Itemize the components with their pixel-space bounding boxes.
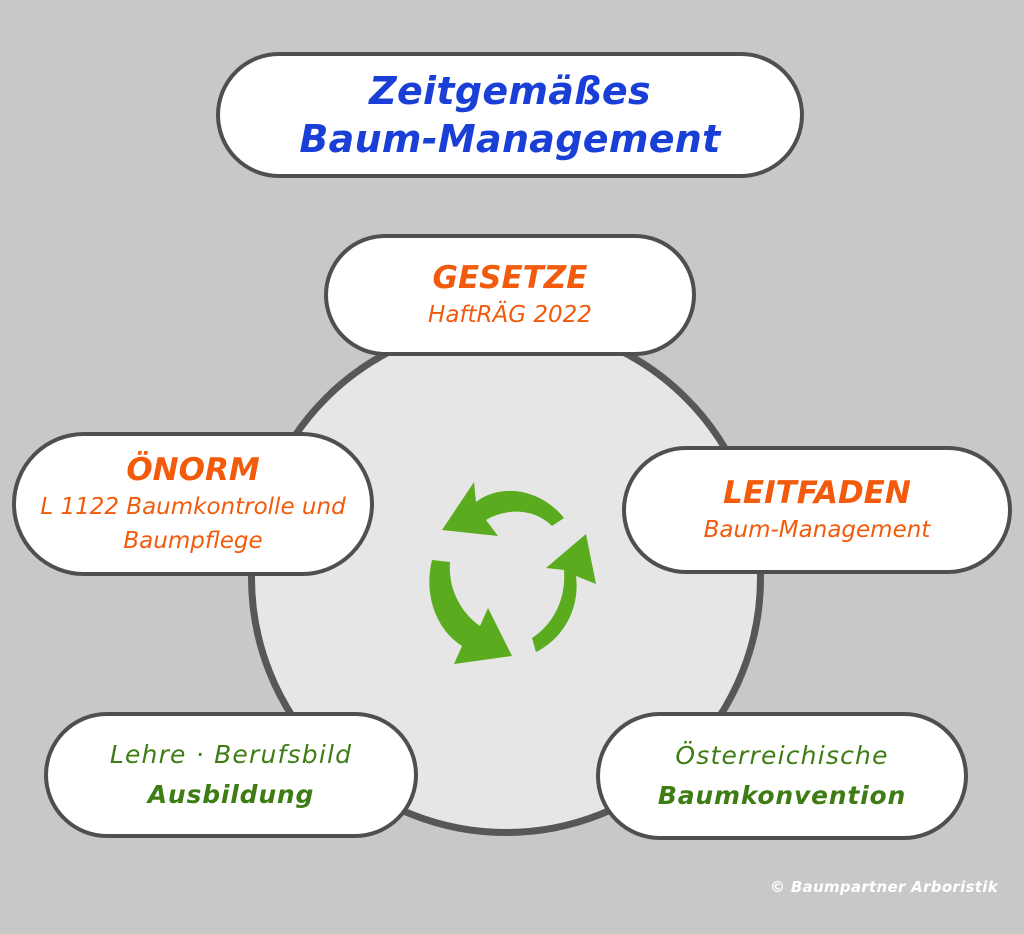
node-gesetze: GESETZE HaftRÄG 2022 (324, 234, 696, 356)
konvention-line-2: Baumkonvention (657, 781, 907, 810)
recycle-arrow-right (532, 534, 596, 652)
recycle-arrow-left (429, 560, 512, 664)
recycle-arrow-top (442, 482, 564, 536)
oenorm-subtitle-line-2: Baumpflege (123, 528, 263, 554)
lehre-line-2: Ausbildung (147, 780, 315, 809)
gesetze-heading: GESETZE (432, 260, 588, 296)
title-line-1: Zeitgemäßes (369, 69, 651, 113)
node-konvention: Österreichische Baumkonvention (596, 712, 968, 840)
node-leitfaden: LEITFADEN Baum-Management (622, 446, 1012, 574)
node-oenorm: ÖNORM L 1122 Baumkontrolle und Baumpfleg… (12, 432, 374, 576)
oenorm-heading: ÖNORM (126, 452, 260, 488)
konvention-line-1: Österreichische (675, 741, 889, 770)
recycle-arrows-icon (429, 482, 596, 664)
gesetze-subtitle: HaftRÄG 2022 (428, 302, 592, 328)
copyright-notice: © Baumpartner Arboristik (770, 878, 998, 896)
node-lehre: Lehre · Berufsbild Ausbildung (44, 712, 418, 838)
lehre-line-1: Lehre · Berufsbild (109, 740, 353, 769)
leitfaden-subtitle: Baum-Management (703, 517, 931, 543)
leitfaden-heading: LEITFADEN (723, 475, 911, 511)
title-line-2: Baum-Management (299, 117, 721, 161)
title-box: Zeitgemäßes Baum-Management (216, 52, 804, 178)
oenorm-subtitle-line-1: L 1122 Baumkontrolle und (40, 494, 346, 520)
